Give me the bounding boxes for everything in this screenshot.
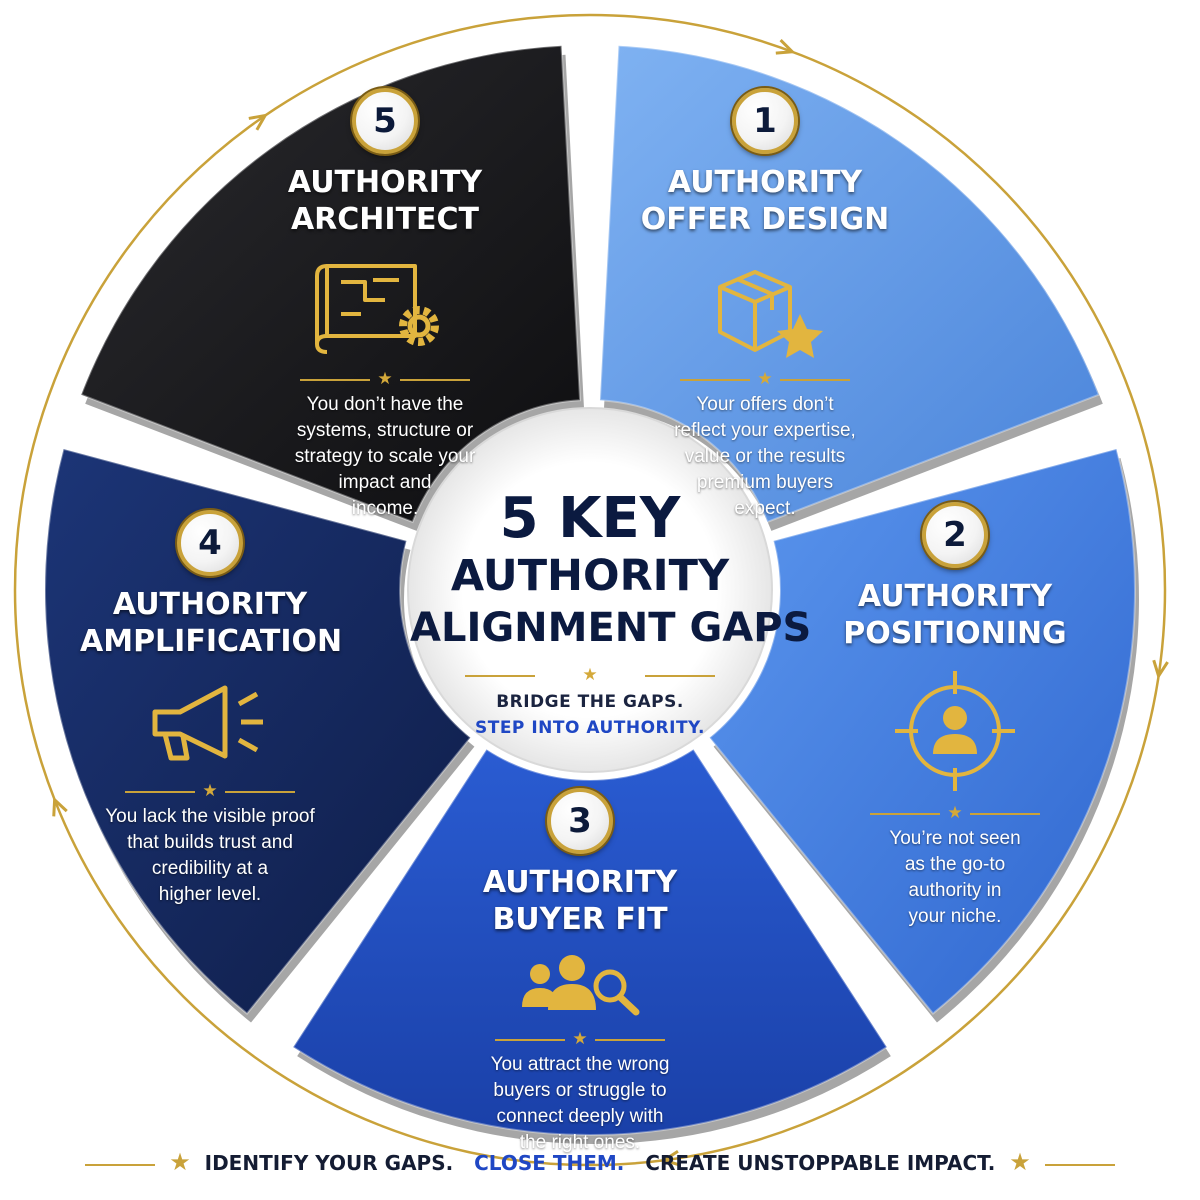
segment-2-divider: ★	[870, 803, 1040, 823]
segment-1[interactable]	[598, 44, 1101, 524]
segment-1-description-line-1: Your offers don’t	[696, 394, 834, 415]
segment-2-title-line-1: AUTHORITY	[857, 579, 1053, 614]
segment-4-description-line-2: that builds trust and	[127, 832, 293, 853]
center-title-block: 5 KEY AUTHORITY ALIGNMENT GAPS ★ BRIDGE …	[410, 486, 812, 739]
segment-4-number-badge: 4	[177, 510, 243, 576]
star-icon: ★	[757, 369, 773, 389]
segment-3-title-line-1: AUTHORITY	[482, 865, 678, 900]
segment-3-number-badge: 3	[547, 788, 613, 854]
blueprint-gear-icon	[255, 252, 515, 366]
segment-4-title-line-1: AUTHORITY	[112, 587, 308, 622]
segment-1-number-badge: 1	[732, 88, 798, 154]
center-title-line-3: ALIGNMENT GAPS	[410, 605, 812, 651]
segment-4-description-line-4: higher level.	[158, 884, 262, 905]
segment-5-title-line-1: AUTHORITY	[287, 165, 483, 200]
segment-2-description-line-2: as the go-to	[904, 854, 1006, 875]
star-icon: ★	[947, 803, 963, 823]
star-icon: ★	[582, 665, 598, 685]
segment-5-divider: ★	[300, 369, 470, 389]
segment-5[interactable]	[79, 44, 582, 524]
box-star-icon	[640, 252, 890, 366]
segment-5-number-badge: 5	[352, 88, 418, 154]
segment-3-description-line-1: You attract the wrong	[490, 1054, 670, 1075]
segment-2[interactable]	[708, 447, 1136, 1015]
segment-3-description-line-4: the right ones.	[519, 1132, 641, 1153]
ring-arrow-icon	[1152, 659, 1169, 680]
segment-5-description-line-5: income.	[351, 498, 419, 519]
footer-part-2: CLOSE THEM.	[474, 1151, 625, 1175]
segment-2-title-line-2: POSITIONING	[843, 616, 1067, 651]
segment-5-description-line-1: You don’t have the	[306, 394, 464, 415]
footer-part-3: CREATE UNSTOPPABLE IMPACT.	[645, 1151, 996, 1175]
segment-5-title-line-2: ARCHITECT	[290, 202, 480, 237]
ring-arrow-icon	[52, 796, 68, 817]
segment-3-title-line-2: BUYER FIT	[492, 902, 668, 937]
target-person-icon	[820, 666, 1090, 800]
footer-part-1: IDENTIFY YOUR GAPS.	[204, 1151, 454, 1175]
segment-3[interactable]	[291, 747, 889, 1136]
segment-4-divider: ★	[125, 781, 295, 801]
segment-1-title-line-1: AUTHORITY	[667, 165, 863, 200]
ring-arrow-icon	[248, 113, 269, 131]
segment-3-description-line-3: connect deeply with	[496, 1106, 664, 1127]
star-icon: ★	[1009, 1148, 1031, 1176]
center-subtitle-2: STEP INTO AUTHORITY.	[474, 718, 706, 738]
segment-2-number-badge: 2	[922, 502, 988, 568]
star-icon: ★	[169, 1148, 191, 1176]
people-search-icon	[455, 952, 705, 1026]
center-subtitle-1: BRIDGE THE GAPS.	[496, 692, 684, 712]
center-title-line-2: AUTHORITY	[450, 551, 730, 601]
segment-1-description-line-4: premium buyers	[696, 472, 834, 493]
center-circle	[407, 407, 773, 773]
center-title-line-1: 5 KEY	[499, 486, 681, 551]
segment-2-description-line-3: authority in	[908, 880, 1002, 901]
segment-2-description-line-1: You’re not seen	[889, 828, 1021, 849]
segment-4-description-line-3: credibility at a	[151, 858, 269, 879]
segment-1-title-line-2: OFFER DESIGN	[640, 202, 890, 237]
segment-1-description-line-2: reflect your expertise,	[674, 420, 856, 441]
segment-1-description-line-3: value or the results	[684, 446, 846, 467]
center-divider: ★	[465, 665, 715, 685]
footer-line-left	[85, 1163, 156, 1166]
segment-5-description-line-4: impact and	[338, 472, 432, 493]
star-icon: ★	[202, 781, 218, 801]
star-icon: ★	[377, 369, 393, 389]
megaphone-icon	[80, 674, 340, 778]
segment-4-description-line-1: You lack the visible proof	[105, 806, 315, 827]
segment-5-description-line-2: systems, structure or	[296, 420, 474, 441]
ring-arrow-icon	[775, 38, 796, 55]
ring-arrow-icon	[660, 1149, 681, 1167]
star-icon: ★	[572, 1029, 588, 1049]
segment-3-divider: ★	[495, 1029, 665, 1049]
segment-4-title-line-2: AMPLIFICATION	[80, 624, 343, 659]
segment-4[interactable]	[44, 447, 472, 1015]
footer-line-right	[1044, 1163, 1115, 1166]
segment-1-divider: ★	[680, 369, 850, 389]
segment-5-description-line-3: strategy to scale your	[294, 446, 476, 467]
segment-2-description-line-4: your niche.	[908, 906, 1002, 927]
segment-3-description-line-2: buyers or struggle to	[493, 1080, 667, 1101]
footer-tagline: ★ IDENTIFY YOUR GAPS. CLOSE THEM. CREATE…	[0, 1148, 1200, 1176]
outer-gold-ring	[13, 13, 1167, 1167]
segment-1-description-line-5: expect.	[734, 498, 796, 519]
